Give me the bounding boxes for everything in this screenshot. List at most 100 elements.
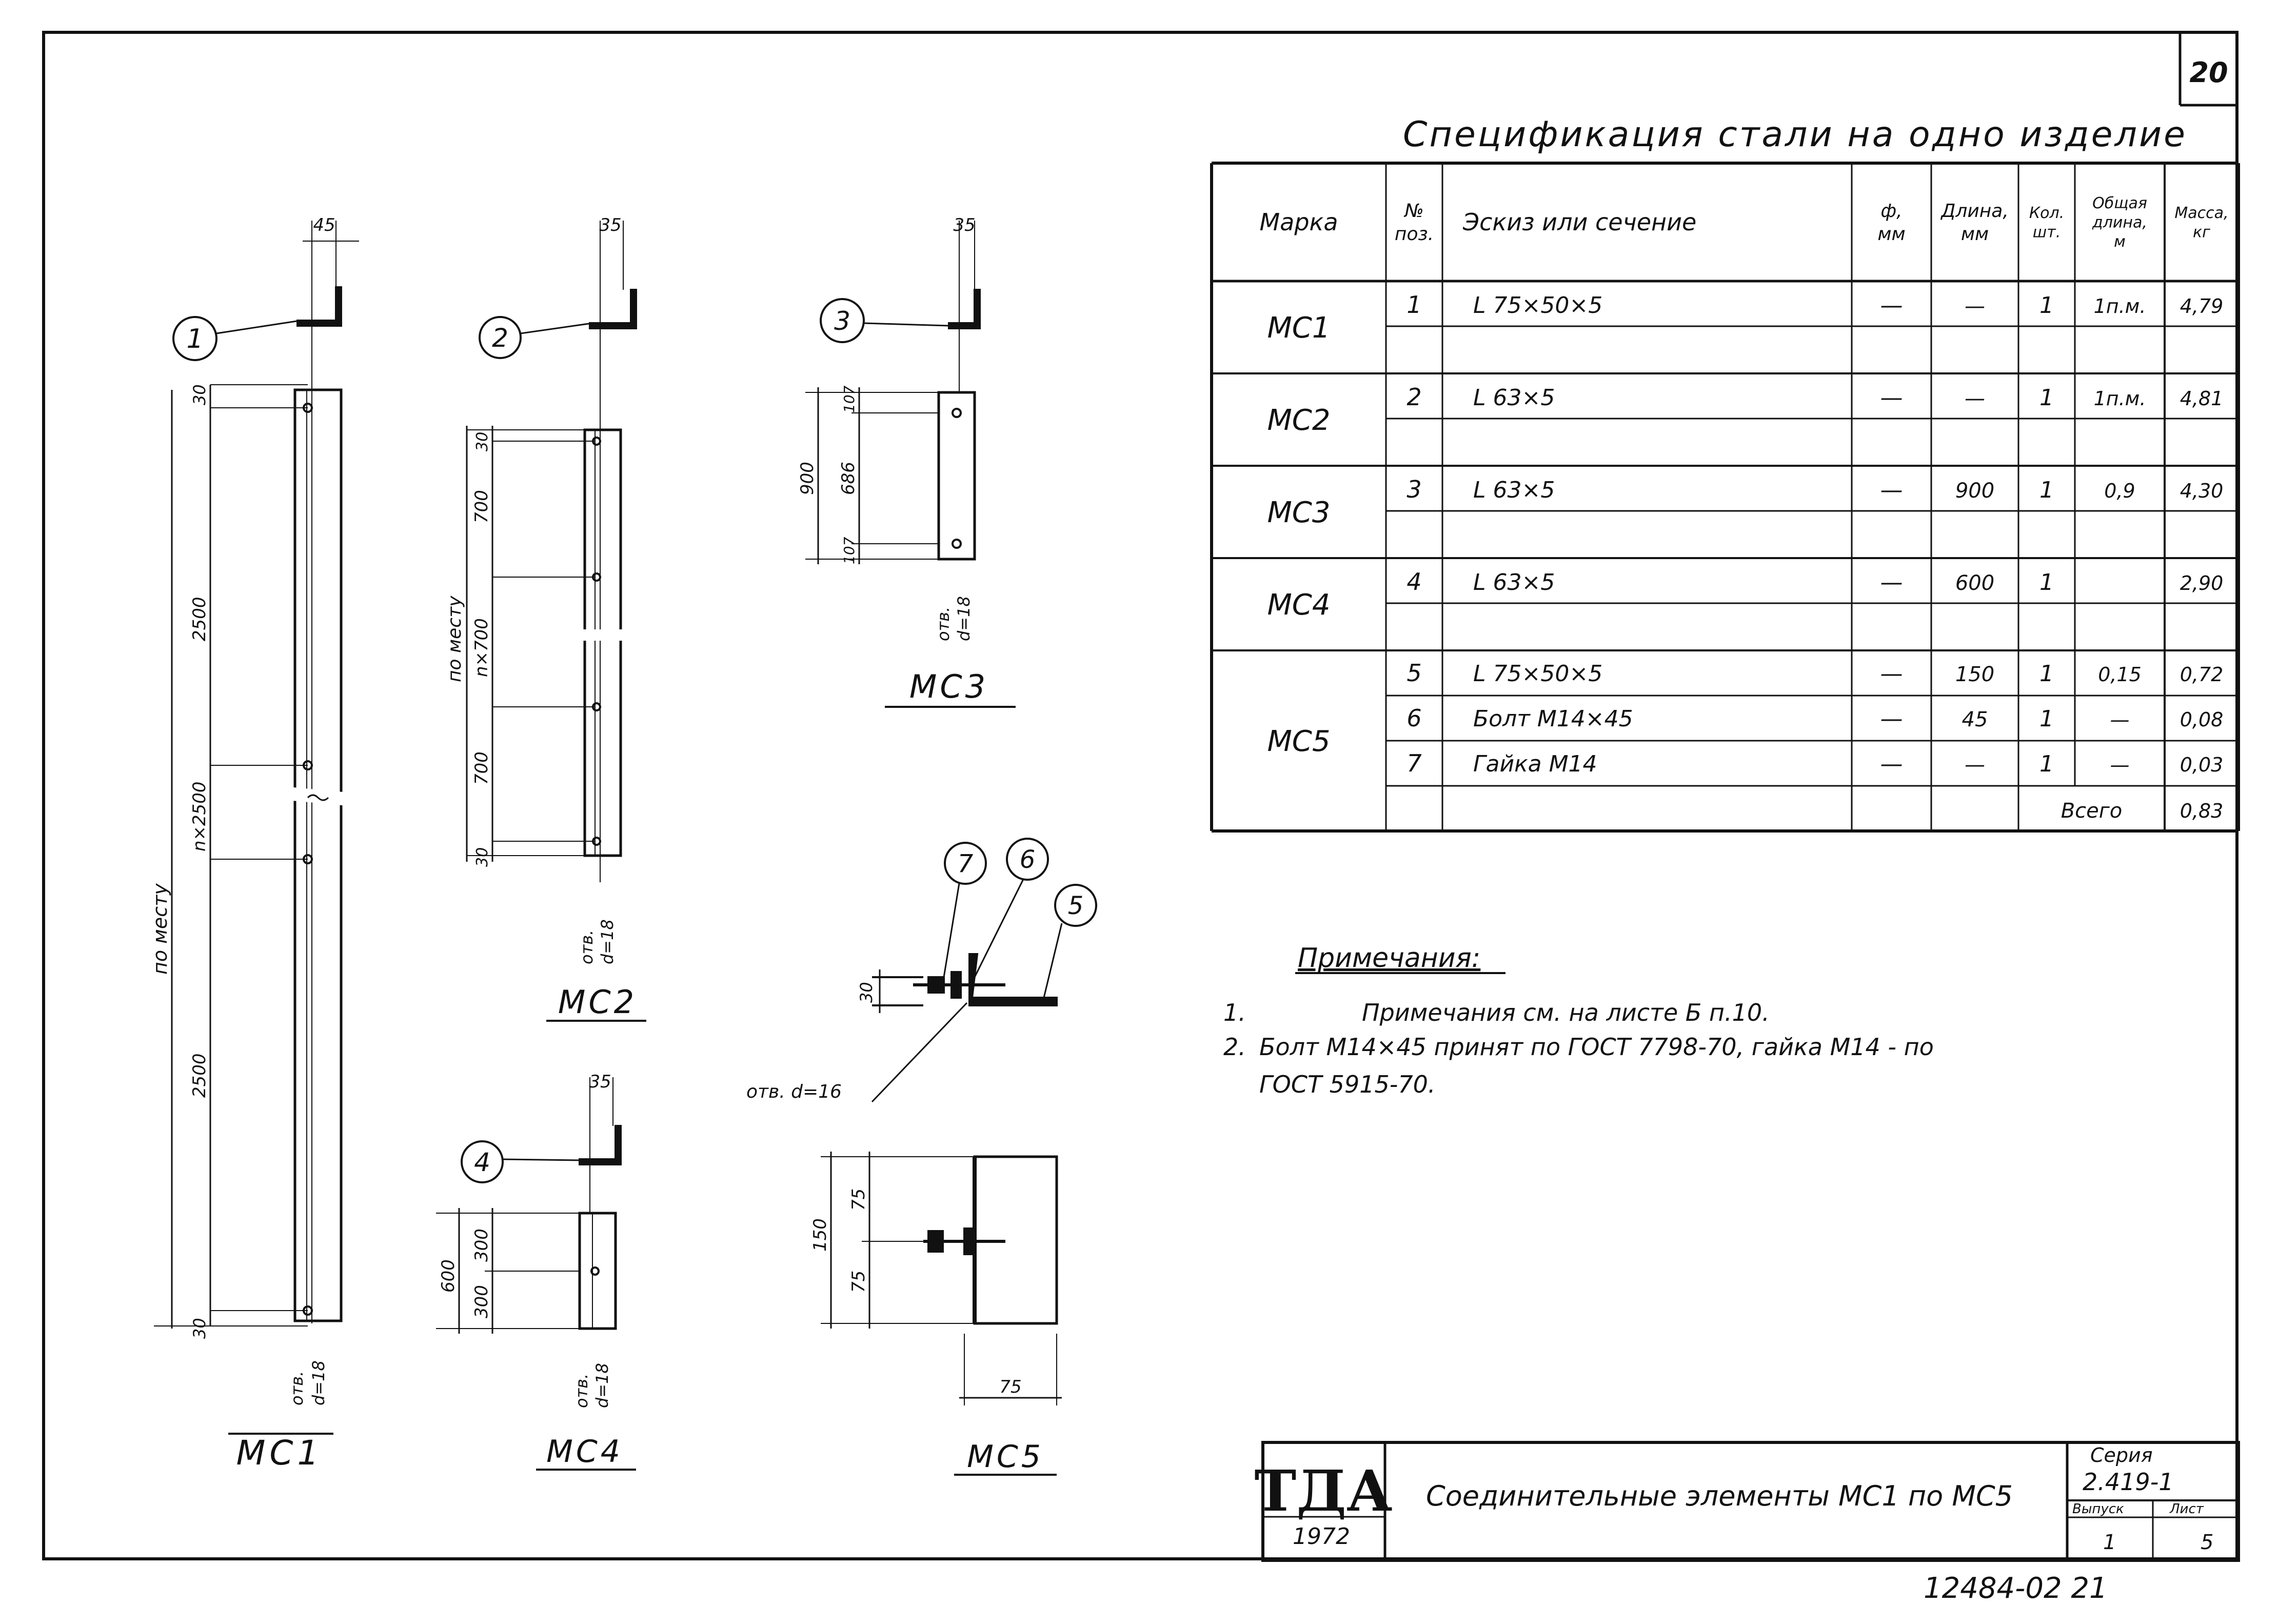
table-cell-total: 0,9 — [2104, 480, 2135, 502]
table-cell-mass: 2,90 — [2180, 572, 2224, 595]
mc5-dim-overall: 150 — [810, 1218, 830, 1252]
series-label: Серия — [2090, 1444, 2153, 1467]
table-cell-diam: — — [1880, 751, 1903, 777]
mc5-dim-upper: 75 — [848, 1189, 869, 1211]
mc1-dim-bottom: 30 — [190, 1318, 209, 1339]
mc3-dim-bottom: 107 — [841, 537, 858, 564]
mc2-dim-lower: 700 — [471, 751, 492, 785]
table-cell-mass: 0,72 — [2180, 663, 2224, 686]
mc4-dim-lower: 300 — [471, 1285, 492, 1318]
mc1-label: МС1 — [236, 1433, 323, 1473]
table-cell-qty: 1 — [2039, 385, 2054, 411]
table-cell-sketch: L 63×5 — [1473, 385, 1555, 411]
mc4-hole-label-2: d=18 — [592, 1363, 612, 1408]
stamp-bottom: 12484-02 21 — [1924, 1572, 2108, 1605]
table-cell-mass: 0,03 — [2180, 754, 2224, 776]
table-cell-sketch: L 75×50×5 — [1473, 292, 1602, 319]
notes-title: Примечания: — [1298, 943, 1480, 974]
mc5-angle-side — [968, 953, 1058, 1006]
table-cell-total: 1п.м. — [2094, 387, 2146, 410]
mc5-dim-lower: 75 — [848, 1271, 869, 1293]
mc1-dim-mid: n×2500 — [189, 781, 210, 851]
mc2-dim-mid: n×700 — [471, 618, 492, 677]
table-cell-diam: — — [1880, 569, 1903, 596]
table-header-total: м — [2114, 233, 2126, 251]
table-cell-pos: 2 — [1407, 383, 1421, 411]
mc2-hole-label-1: отв. — [577, 930, 597, 964]
mc3-dim-mid: 686 — [838, 462, 859, 495]
sheet-value: 5 — [2201, 1531, 2213, 1554]
table-cell-qty: 1 — [2039, 477, 2054, 503]
table-cell-mark: МС4 — [1267, 588, 1330, 622]
table-cell-qty: 1 — [2039, 751, 2054, 777]
mc2-labels: 2 35 30 700 n×700 700 30 по месту отв. d… — [444, 215, 634, 1021]
mc1-hole-label-1: отв. — [287, 1371, 307, 1405]
mc3-hole-label-2: d=18 — [954, 596, 974, 641]
table-cell-pos: 6 — [1407, 704, 1421, 732]
mc4-section — [579, 1125, 622, 1165]
mc1-labels: 1 45 30 2500 n×2500 2500 30 по месту отв… — [149, 215, 335, 1473]
mc3-dim-overall: 900 — [797, 462, 818, 495]
table-cell-length: — — [1965, 753, 1985, 777]
mc4-dim-upper: 300 — [471, 1229, 492, 1262]
notes: Примечания: 1. Примечания см. на листе Б… — [1223, 943, 1934, 1098]
table-cell-length: 45 — [1962, 708, 1988, 731]
mc3-labels: 3 35 107 686 107 900 отв. d=18 МС3 — [797, 215, 988, 705]
mc2-section — [589, 289, 637, 329]
table-cell-sketch: L 75×50×5 — [1473, 661, 1602, 687]
mc5-drawing — [821, 838, 1097, 1476]
note-2-text: Болт М14×45 принят по ГОСТ 7798-70, гайк… — [1259, 1033, 1934, 1061]
logo-tda: ТДА — [1254, 1458, 1392, 1524]
table-cell-mass: 4,30 — [2180, 480, 2224, 502]
mc4-hole-label-1: отв. — [572, 1374, 591, 1408]
table-cell-mass: 0,08 — [2180, 708, 2224, 731]
note-2-number: 2. — [1223, 1033, 1246, 1061]
mc3-label: МС3 — [909, 668, 988, 705]
page-number: 20 — [2189, 56, 2228, 89]
note-1-text: Примечания см. на листе Б п.10. — [1362, 999, 1770, 1026]
mc3-section — [948, 289, 981, 329]
mc1-section — [296, 286, 342, 327]
mc5-labels: 7 6 5 30 отв. d=16 75 75 150 75 МС5 — [746, 845, 1083, 1475]
table-header-qty: шт. — [2033, 223, 2061, 241]
table-cell-mass: 4,81 — [2180, 387, 2224, 410]
table-cell-mark: МС5 — [1267, 725, 1330, 758]
table-header-len: Длина, — [1940, 201, 2009, 222]
mc5-callout-7: 7 — [958, 849, 974, 878]
table-cell-total: — — [2110, 754, 2130, 776]
table-cell-qty: 1 — [2039, 661, 2054, 687]
mc2-dim-bottom: 30 — [473, 847, 491, 867]
table-cell-pos: 3 — [1407, 476, 1421, 503]
table-header-diam: мм — [1877, 224, 1905, 245]
table-header-pos: поз. — [1395, 224, 1434, 245]
table-cell-diam: — — [1880, 661, 1903, 687]
mc2-callout: 2 — [492, 323, 508, 353]
mc2-hole-label-2: d=18 — [598, 919, 617, 964]
mc4-callout: 4 — [474, 1147, 490, 1177]
mc3-dim-top: 107 — [841, 385, 858, 413]
mc5-callout-5: 5 — [1068, 892, 1084, 920]
table-cell-length: — — [1965, 387, 1985, 410]
issue-label: Выпуск — [2072, 1501, 2124, 1517]
table-cell-mark: МС1 — [1267, 311, 1330, 345]
table-cell-total: 0,15 — [2098, 663, 2142, 686]
table-header-diam: ф, — [1880, 201, 1902, 222]
table-cell-sketch: L 63×5 — [1473, 569, 1555, 596]
table-cell-qty: 1 — [2039, 706, 2054, 732]
table-cell-diam: — — [1880, 706, 1903, 732]
table-header-qty: Кол. — [2029, 204, 2064, 222]
table-cell-length: — — [1965, 294, 1985, 318]
mc1-dim-overall: по месту — [149, 883, 171, 975]
table-cell-mark: МС3 — [1267, 496, 1330, 529]
table-header-mass: Масса, — [2174, 204, 2228, 222]
mc3-hole-label-1: отв. — [934, 607, 953, 641]
table-cell-sketch: Гайка М14 — [1473, 751, 1597, 777]
mc1-drawing — [154, 221, 360, 1435]
table-cell-length: 900 — [1955, 479, 1994, 503]
mc1-hole-label-2: d=18 — [309, 1360, 328, 1405]
mc5-dim-side: 30 — [857, 982, 876, 1003]
table-total-mass: 0,83 — [2180, 800, 2224, 822]
table-cell-sketch: Болт М14×45 — [1473, 706, 1633, 732]
table-cell-sketch: L 63×5 — [1473, 477, 1555, 503]
